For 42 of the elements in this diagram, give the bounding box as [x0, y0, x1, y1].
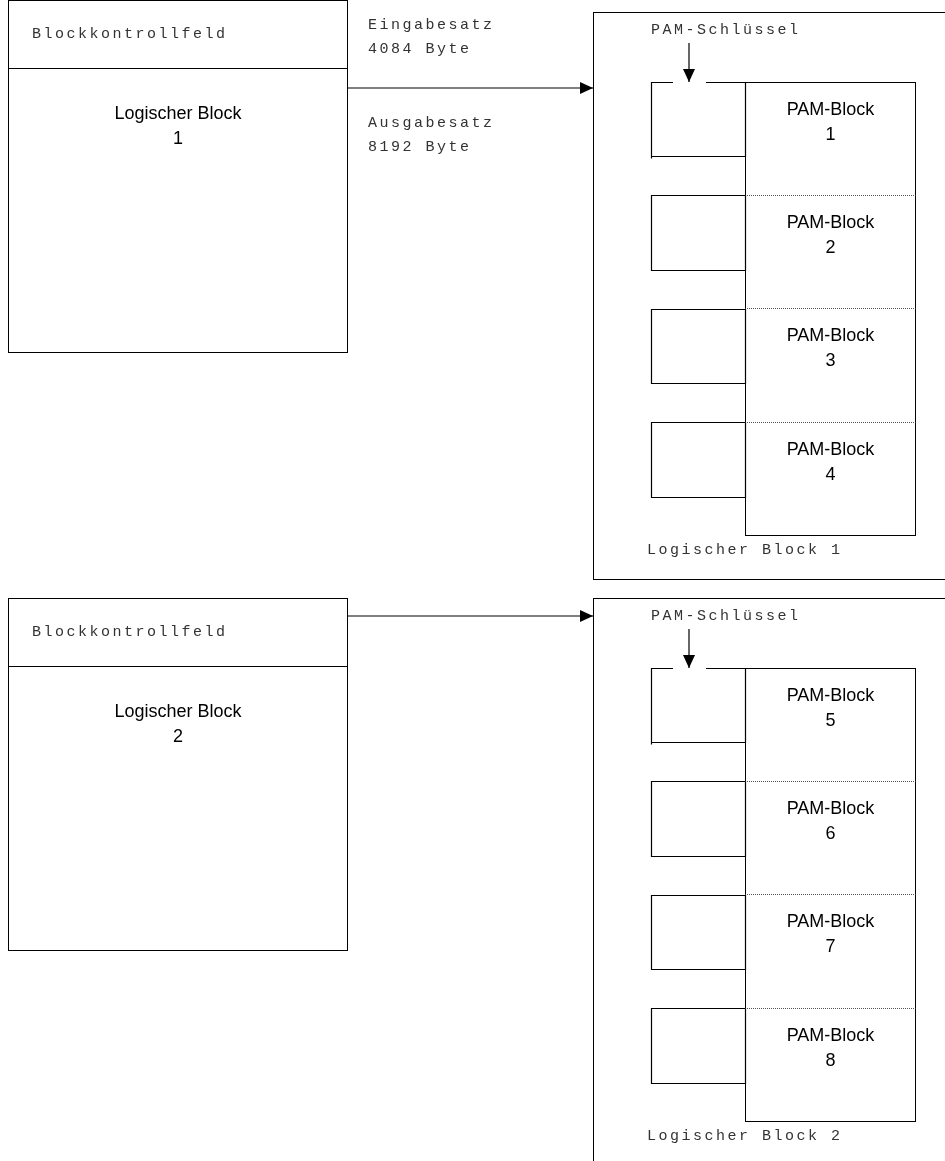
- arrow: [347, 82, 594, 94]
- pam-block: [745, 195, 916, 308]
- block-label: PAM-Block 8: [785, 1024, 876, 1072]
- logical-block-box: [8, 598, 348, 951]
- key-field-box: [651, 309, 746, 384]
- block-label: PAM-Block 1: [785, 98, 876, 146]
- control-field: Blockkontrollfeld: [9, 1, 347, 69]
- pam-block: [745, 308, 916, 422]
- control-field: Blockkontrollfeld: [9, 599, 347, 667]
- pam-block: [745, 82, 916, 195]
- arrow: [683, 628, 695, 669]
- key-label: PAM-Schlüssel: [651, 19, 801, 43]
- block-label: PAM-Block 4: [785, 438, 876, 486]
- arrow-annotation: Eingabesatz 4084 Byte: [368, 16, 496, 60]
- arrow: [683, 42, 695, 83]
- logical-block-panel: [593, 12, 945, 580]
- key-label: PAM-Schlüssel: [651, 605, 801, 629]
- panel-caption: Logischer Block 2: [647, 1127, 843, 1147]
- block-label: PAM-Block 3: [785, 324, 876, 372]
- pam-block: [745, 781, 916, 894]
- key-field-box: [651, 422, 746, 498]
- pam-block: [745, 422, 916, 536]
- logical-block-box: [8, 0, 348, 353]
- arrow-annotation: Ausgabesatz 8192 Byte: [368, 114, 496, 158]
- pam-block: [745, 668, 916, 781]
- pam-block: [745, 894, 916, 1008]
- block-label: PAM-Block 7: [785, 910, 876, 958]
- block-label: PAM-Block 5: [785, 684, 876, 732]
- logical-block-panel: [593, 598, 945, 1161]
- pam-block: [745, 1008, 916, 1122]
- panel-caption: Logischer Block 1: [647, 541, 843, 561]
- block-label: PAM-Block 6: [785, 797, 876, 845]
- arrow: [347, 610, 594, 622]
- key-field-box: [651, 895, 746, 970]
- block-label: Logischer Block 1: [113, 102, 243, 150]
- block-label: Logischer Block 2: [113, 700, 243, 748]
- block-label: PAM-Block 2: [785, 211, 876, 259]
- key-field-box: [651, 82, 746, 157]
- key-field-box: [651, 668, 746, 743]
- key-field-box: [651, 1008, 746, 1084]
- key-field-box: [651, 781, 746, 857]
- key-field-box: [651, 195, 746, 271]
